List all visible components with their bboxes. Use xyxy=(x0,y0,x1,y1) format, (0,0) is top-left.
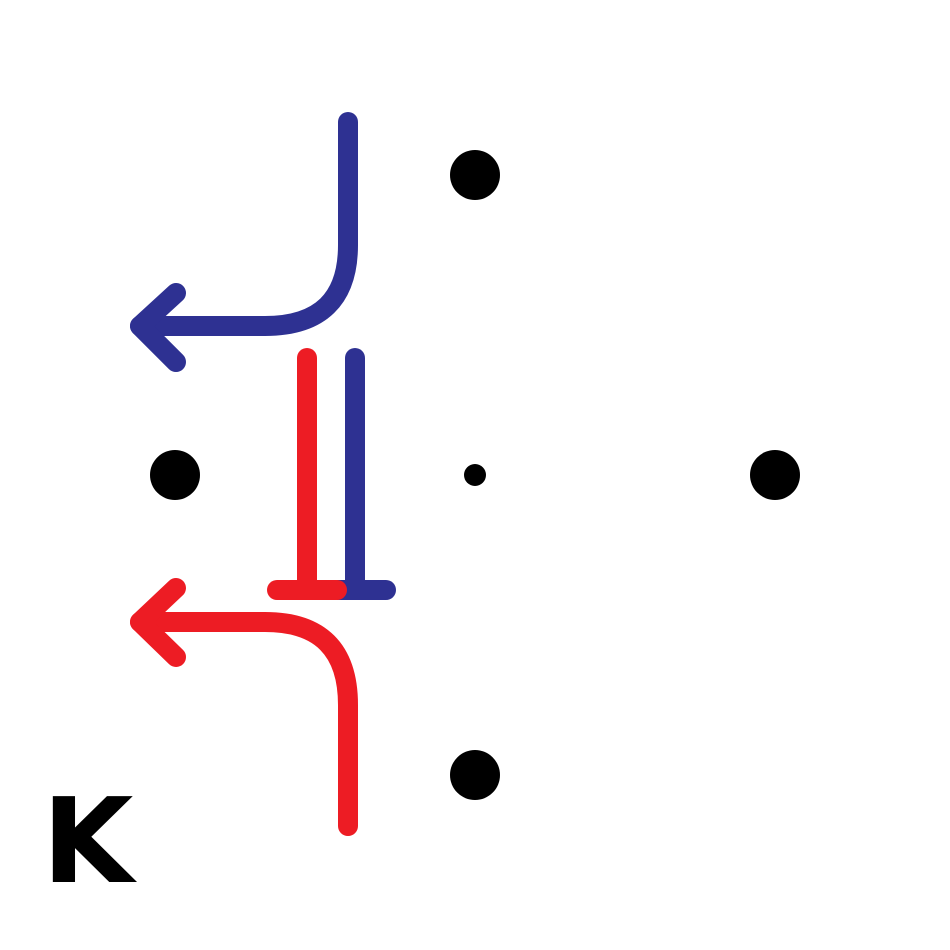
marker-top xyxy=(450,150,500,200)
blue-turn-arrow xyxy=(130,112,358,372)
red-turn-arrow-head xyxy=(130,578,186,667)
blue-turn-arrow-shaft xyxy=(130,112,358,336)
blue-turn-arrow-head xyxy=(130,283,186,372)
marker-right xyxy=(750,450,800,500)
red-turn-arrow-shaft xyxy=(130,612,358,836)
marker-bottom xyxy=(450,750,500,800)
panel-label: K xyxy=(42,772,134,910)
red-turn-arrow xyxy=(130,578,358,836)
red-stop-bar xyxy=(267,348,347,600)
markers xyxy=(150,150,800,800)
marker-left xyxy=(150,450,200,500)
marker-center xyxy=(464,464,486,486)
